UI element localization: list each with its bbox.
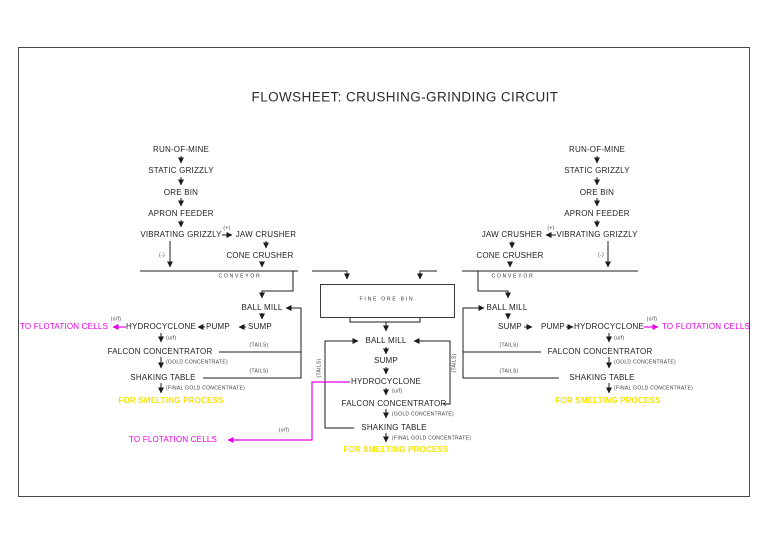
flow-edge bbox=[417, 270, 437, 280]
flow-edge bbox=[477, 271, 511, 299]
tails-recirc-edge bbox=[203, 305, 302, 379]
right-jaw-crusher-label: JAW CRUSHER bbox=[481, 230, 543, 239]
center-shaking-table-label: SHAKING TABLE bbox=[361, 423, 427, 432]
left-falcon-tails-label: (TAILS) bbox=[249, 342, 269, 349]
right-undersize-label: (-) bbox=[598, 252, 604, 259]
left-gold-concentrate-label: (GOLD CONCENTRATE) bbox=[166, 359, 228, 366]
left-overflow-label: (o/f) bbox=[110, 316, 122, 323]
center-final-gold-concentrate-label: (FINAL GOLD CONCENTRATE) bbox=[392, 435, 472, 442]
center-right-tails-label: (TAILS) bbox=[451, 353, 458, 373]
right-sump-label: SUMP bbox=[498, 322, 522, 331]
flow-edge bbox=[140, 270, 638, 353]
right-shaking-table-label: SHAKING TABLE bbox=[569, 373, 635, 382]
center-ball-mill-label: BALL MILL bbox=[365, 336, 407, 345]
tails-recirc-edge bbox=[462, 305, 559, 379]
right-overflow-label: (o/f) bbox=[646, 316, 658, 323]
right-apron-feeder-label: APRON FEEDER bbox=[564, 209, 630, 218]
right-falcon-tails-label: (TAILS) bbox=[499, 342, 519, 349]
center-gold-concentrate-label: (GOLD CONCENTRATE) bbox=[392, 411, 454, 418]
right-hydrocyclone-label: HYDROCYCLONE bbox=[574, 322, 644, 331]
center-sump-label: SUMP bbox=[374, 356, 398, 365]
center-for-smelting-process-label: FOR SMELTING PROCESS bbox=[343, 445, 449, 454]
right-static-grizzly-label: STATIC GRIZZLY bbox=[564, 166, 630, 175]
right-underflow-label: (u/f) bbox=[614, 335, 625, 342]
left-to-flotation-cells-label: TO FLOTATION CELLS bbox=[19, 322, 109, 331]
tails-recirc-edge bbox=[413, 338, 451, 405]
left-pump-label: PUMP bbox=[206, 322, 230, 331]
left-conveyor-label: CONVEYOR bbox=[218, 273, 262, 280]
left-run-of-mine-label: RUN-OF-MINE bbox=[153, 145, 209, 154]
center-falcon-concentrator-label: FALCON CONCENTRATOR bbox=[341, 399, 447, 408]
center-overflow-label: (o/f) bbox=[278, 427, 290, 434]
left-vibrating-grizzly-label: VIBRATING GRIZZLY bbox=[140, 230, 222, 239]
left-sump-label: SUMP bbox=[248, 322, 272, 331]
right-table-tails-label: (TAILS) bbox=[499, 368, 519, 375]
left-jaw-crusher-label: JAW CRUSHER bbox=[235, 230, 297, 239]
right-for-smelting-process-label: FOR SMELTING PROCESS bbox=[555, 396, 661, 405]
page-border bbox=[18, 47, 750, 497]
right-run-of-mine-label: RUN-OF-MINE bbox=[569, 145, 625, 154]
flotation-edge bbox=[227, 381, 350, 443]
flow-edge bbox=[312, 270, 350, 280]
left-underflow-label: (u/f) bbox=[166, 335, 177, 342]
right-to-flotation-cells-label: TO FLOTATION CELLS bbox=[661, 322, 751, 331]
left-apron-feeder-label: APRON FEEDER bbox=[148, 209, 214, 218]
right-ore-bin-label: ORE BIN bbox=[579, 188, 615, 197]
right-pump-label: PUMP bbox=[541, 322, 565, 331]
right-ball-mill-label: BALL MILL bbox=[486, 303, 528, 312]
left-cone-crusher-label: CONE CRUSHER bbox=[226, 251, 294, 260]
right-oversize-label: (+) bbox=[547, 225, 555, 232]
center-left-tails-label: (TAILS) bbox=[316, 358, 323, 378]
center-hydrocyclone-label: HYDROCYCLONE bbox=[351, 377, 421, 386]
left-final-gold-concentrate-label: (FINAL GOLD CONCENTRATE) bbox=[166, 385, 246, 392]
left-table-tails-label: (TAILS) bbox=[249, 368, 269, 375]
left-ore-bin-label: ORE BIN bbox=[163, 188, 199, 197]
right-falcon-concentrator-label: FALCON CONCENTRATOR bbox=[547, 347, 653, 356]
left-falcon-concentrator-label: FALCON CONCENTRATOR bbox=[107, 347, 213, 356]
left-oversize-label: (+) bbox=[223, 225, 231, 232]
left-static-grizzly-label: STATIC GRIZZLY bbox=[148, 166, 214, 175]
center-to-flotation-cells-label: TO FLOTATION CELLS bbox=[128, 435, 218, 444]
left-undersize-label: (-) bbox=[159, 252, 165, 259]
left-for-smelting-process-label: FOR SMELTING PROCESS bbox=[118, 396, 224, 405]
left-hydrocyclone-label: HYDROCYCLONE bbox=[126, 322, 196, 331]
right-vibrating-grizzly-label: VIBRATING GRIZZLY bbox=[556, 230, 638, 239]
flow-edge bbox=[259, 271, 294, 299]
right-gold-concentrate-label: (GOLD CONCENTRATE) bbox=[614, 359, 676, 366]
right-final-gold-concentrate-label: (FINAL GOLD CONCENTRATE) bbox=[614, 385, 694, 392]
left-ball-mill-label: BALL MILL bbox=[241, 303, 283, 312]
page-title: FLOWSHEET: CRUSHING-GRINDING CIRCUIT bbox=[251, 89, 559, 105]
left-shaking-table-label: SHAKING TABLE bbox=[130, 373, 196, 382]
right-conveyor-label: CONVEYOR bbox=[491, 273, 535, 280]
fine-ore-bin-box bbox=[320, 284, 455, 318]
right-cone-crusher-label: CONE CRUSHER bbox=[476, 251, 544, 260]
fine-ore-bin-label: FINE ORE BIN bbox=[359, 296, 415, 303]
tails-recirc-edge bbox=[324, 338, 359, 429]
center-underflow-label: (u/f) bbox=[392, 388, 403, 395]
